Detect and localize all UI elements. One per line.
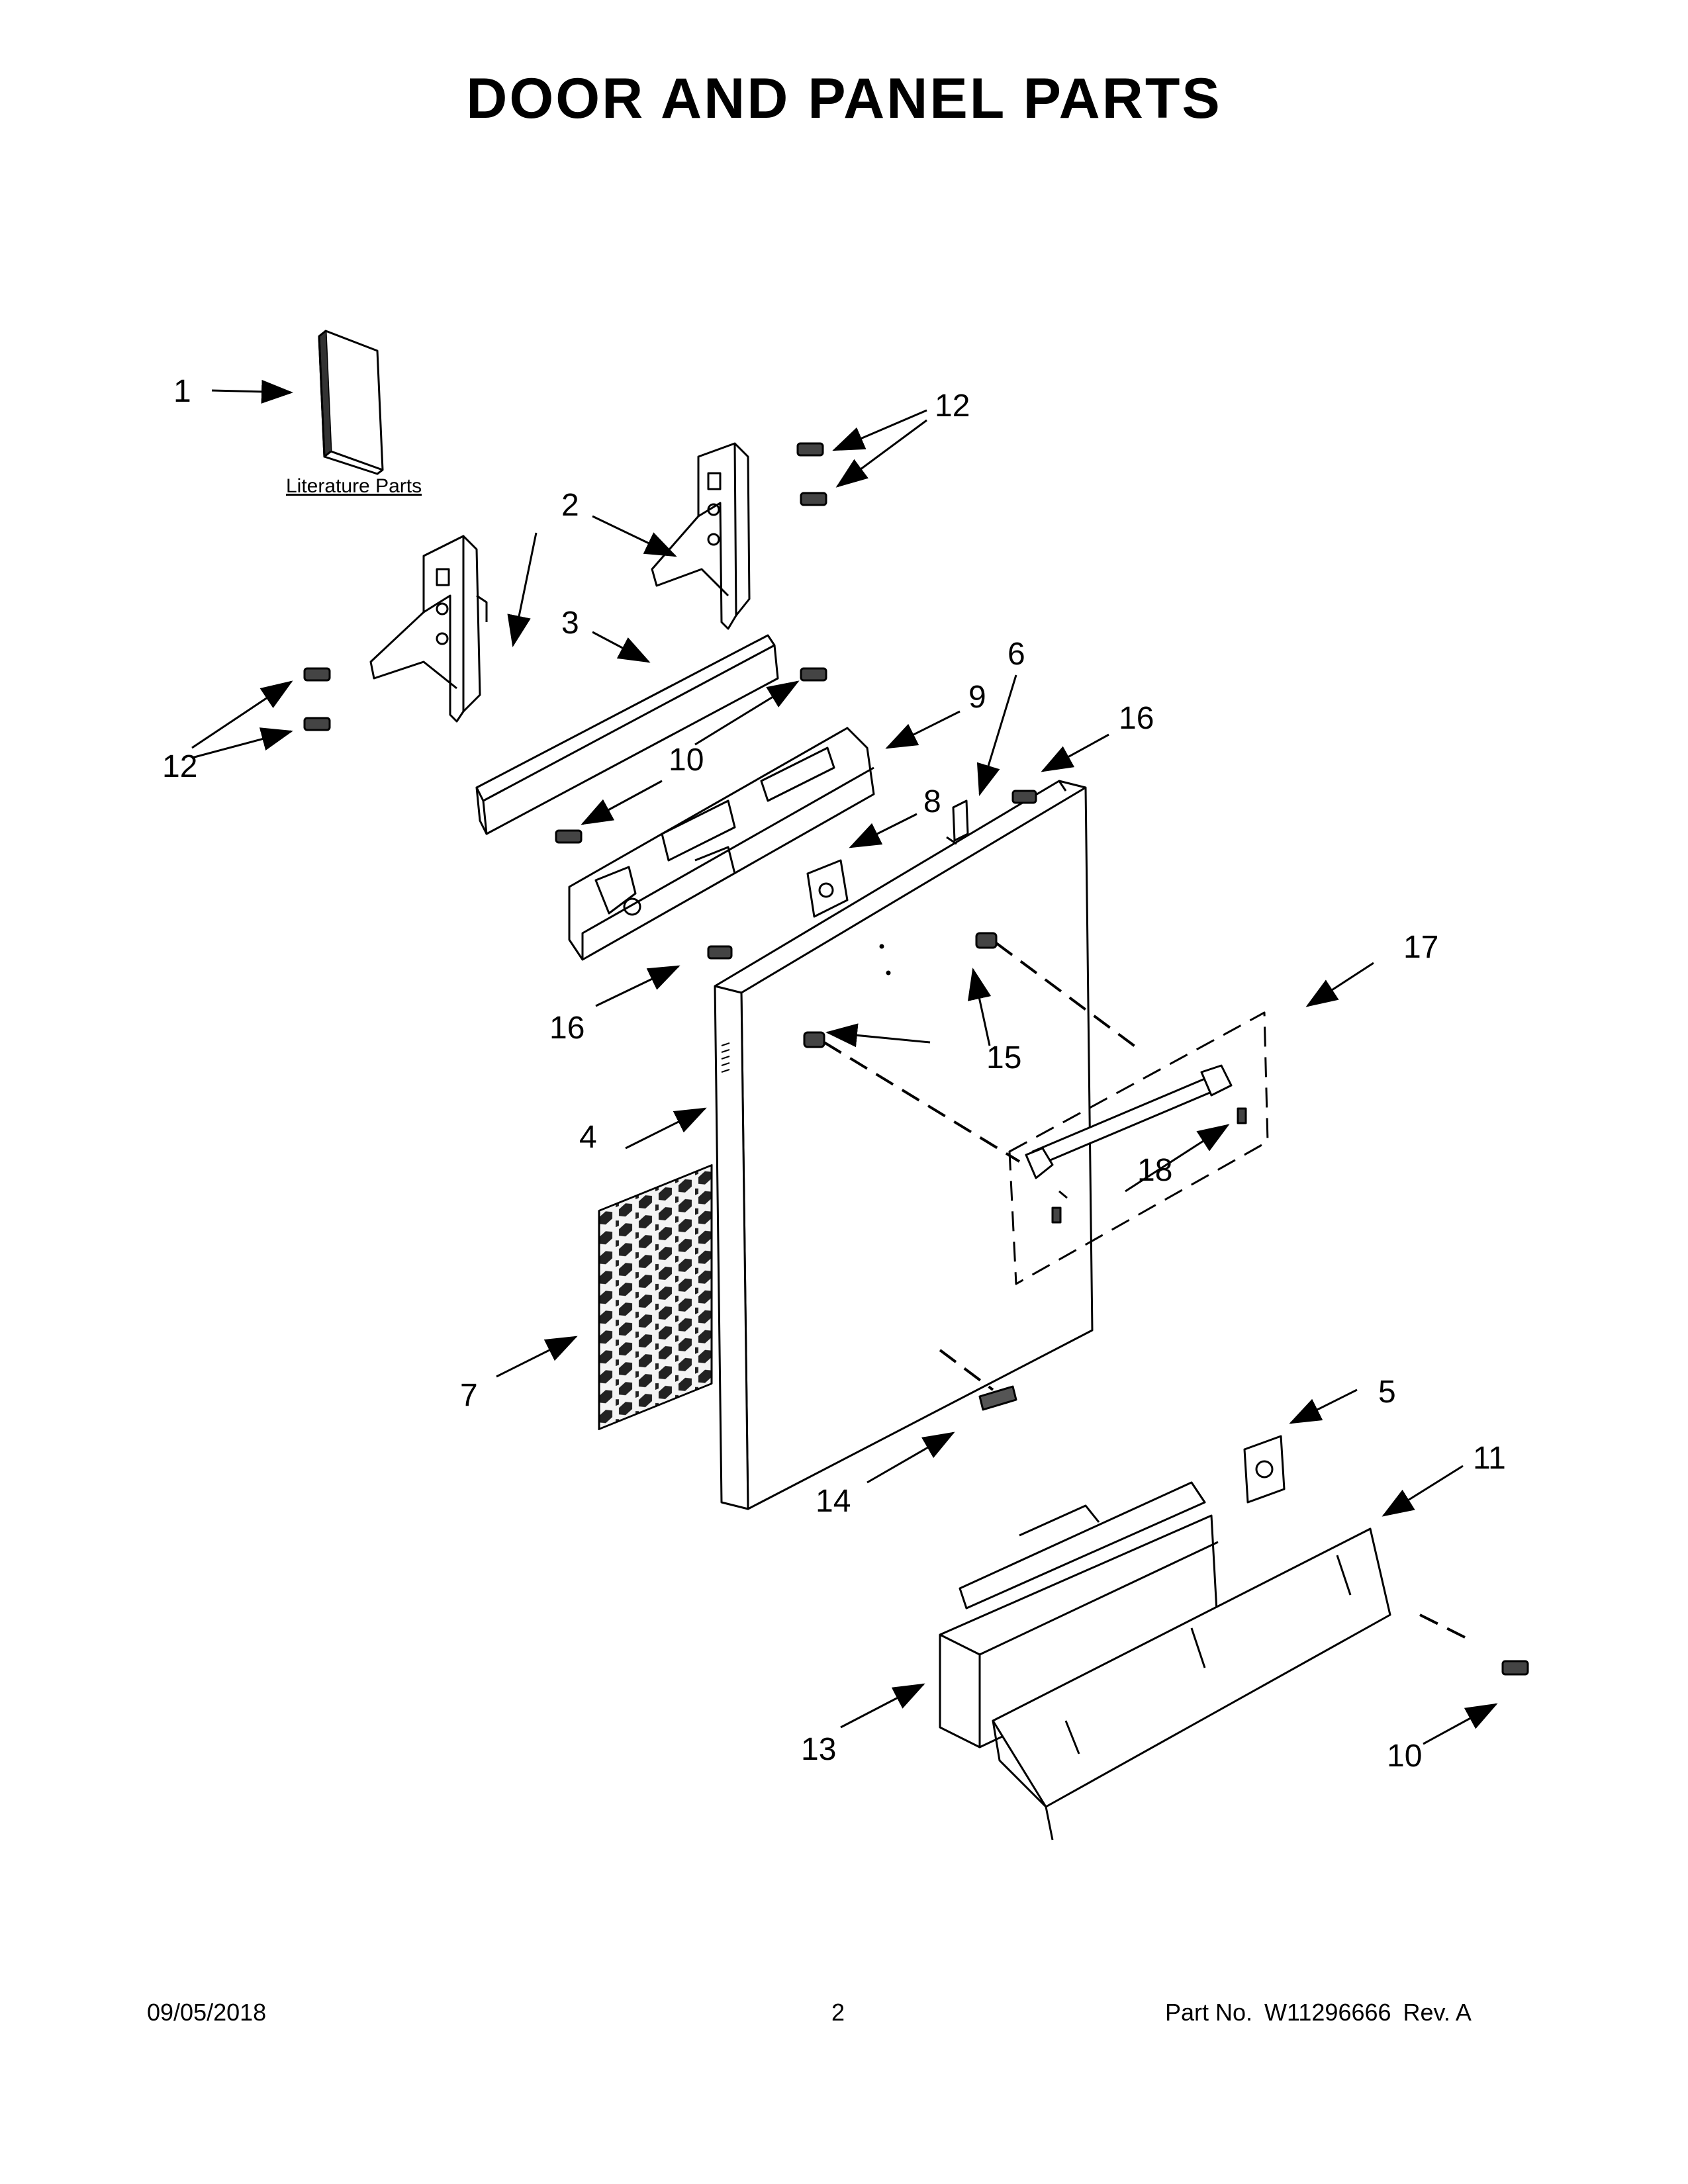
- callout-18: 18: [1137, 1153, 1173, 1188]
- screw-16-part: [707, 790, 1037, 960]
- footer-date: 09/05/2018: [147, 1999, 267, 2026]
- page-title: DOOR AND PANEL PARTS: [466, 67, 1222, 130]
- callout-10-lower: 10: [1387, 1739, 1423, 1774]
- callout-13: 13: [801, 1732, 837, 1767]
- literature-parts-label: Literature Parts: [286, 475, 422, 497]
- left-hinge-bracket-part: [369, 535, 488, 723]
- callout-12-lower: 12: [162, 749, 198, 784]
- part-number-label: Part No.: [1165, 1999, 1253, 2026]
- callout-14: 14: [816, 1484, 851, 1519]
- set-screw-part: [1051, 1107, 1247, 1224]
- callout-10-upper: 10: [669, 743, 704, 778]
- outer-door-panel-part: [714, 780, 1094, 1510]
- retaining-clip-part: [1243, 1435, 1286, 1504]
- logo-badge-part: [978, 1385, 1017, 1411]
- handle-assembly-dashed-box: [1008, 1011, 1269, 1285]
- callout-7: 7: [460, 1378, 478, 1413]
- switch-clip-part: [946, 799, 969, 845]
- screw-12-part: [303, 442, 827, 731]
- control-panel-console-part: [568, 727, 875, 961]
- lower-access-panel-part: [992, 1527, 1391, 1841]
- callout-16-upper: 16: [1119, 701, 1154, 736]
- callout-6: 6: [1008, 637, 1025, 672]
- callout-3: 3: [561, 606, 579, 641]
- callout-12-upper: 12: [935, 388, 970, 424]
- callout-17: 17: [1403, 930, 1439, 965]
- handle-standoff-part: [803, 932, 998, 1048]
- callout-1: 1: [173, 374, 191, 409]
- door-latch-part: [806, 859, 849, 918]
- callout-4: 4: [579, 1120, 597, 1155]
- insulation-pad-part: [598, 1164, 713, 1430]
- footer-page-number: 2: [831, 1999, 845, 2026]
- leader-arrows: [191, 379, 1498, 1745]
- revision-label: Rev. A: [1403, 1999, 1472, 2026]
- part-number-value: W11296666: [1264, 1999, 1391, 2026]
- door-handle-part: [1025, 1064, 1233, 1179]
- alignment-dashed-lines: [823, 942, 1474, 1643]
- door-channel-part: [475, 634, 779, 835]
- callout-5: 5: [1378, 1375, 1396, 1410]
- callout-11: 11: [1473, 1441, 1506, 1476]
- footer-part-number: Part No. W11296666 Rev. A: [1165, 1999, 1483, 2026]
- callout-16-lower: 16: [549, 1011, 585, 1046]
- right-hinge-bracket-part: [651, 442, 751, 630]
- screw-10-part: [555, 667, 1529, 1676]
- literature-booklet-part: [318, 330, 384, 475]
- callout-2: 2: [561, 488, 579, 523]
- toe-kick-panel-part: [939, 1481, 1219, 1749]
- callout-8: 8: [923, 784, 941, 819]
- callout-15: 15: [986, 1040, 1022, 1075]
- callout-9: 9: [968, 680, 986, 715]
